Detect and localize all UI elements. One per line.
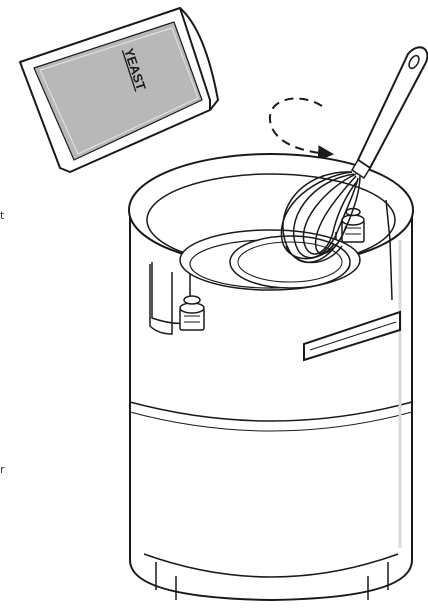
left-post-fitting bbox=[180, 296, 204, 330]
keg-icon bbox=[129, 154, 413, 600]
yeast-packet-icon: YEAST bbox=[20, 8, 218, 172]
stir-arrow-icon bbox=[270, 98, 330, 154]
